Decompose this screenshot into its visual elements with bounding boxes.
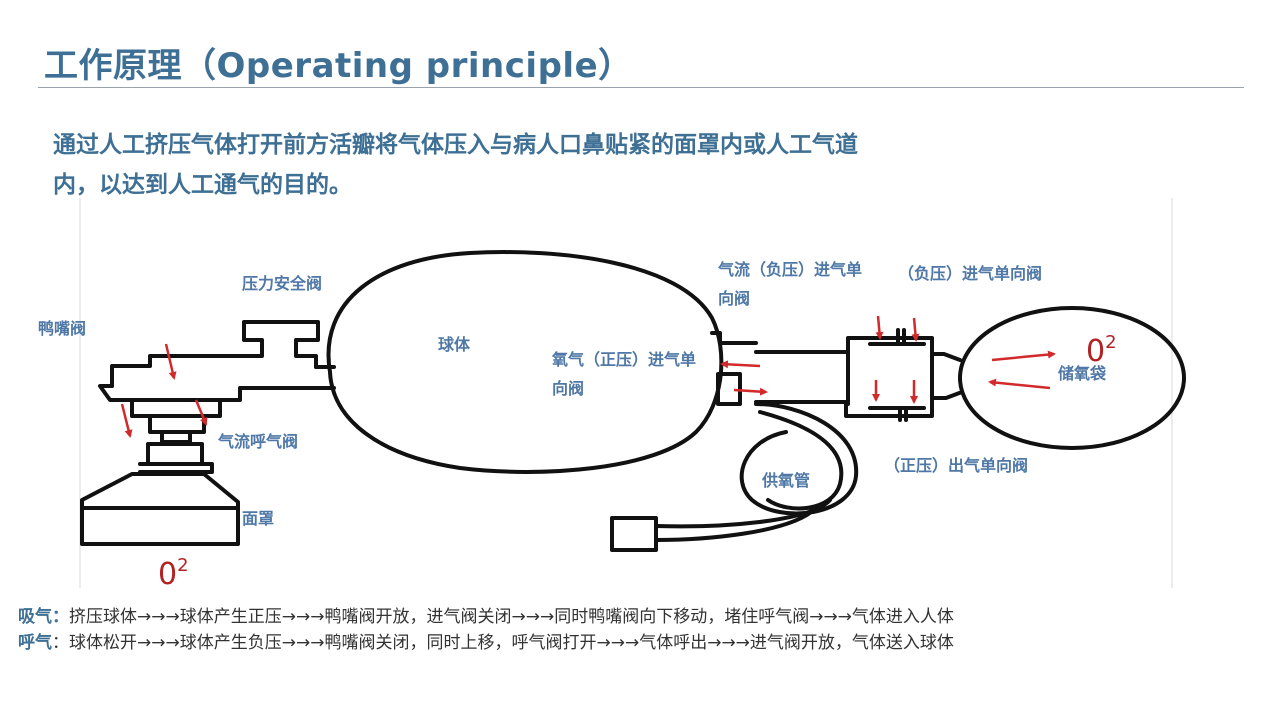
intro-line-1: 通过人工挤压气体打开前方活瓣将气体压入与病人口鼻贴紧的面罩内或人工气道	[53, 132, 858, 158]
label-oxygen-inlet-valve-line1: 氧气（正压）进气单	[552, 350, 697, 369]
mask-connector	[138, 442, 214, 474]
inlet-valve-flaps	[868, 328, 926, 422]
label-bulb: 球体	[438, 335, 471, 354]
duckbill-valve-shape	[130, 398, 222, 444]
label-oxygen-tube: 供氧管	[762, 471, 811, 490]
connector-tube-top	[110, 354, 246, 388]
arrow-reservoir-2	[988, 378, 1051, 390]
o2-sup-text: 2	[1105, 332, 1117, 353]
intro-line-2: 内，以达到人工通气的目的。	[53, 172, 352, 198]
inhale-text: 挤压球体→→→球体产生正压→→→鸭嘴阀开放，进气阀关闭→→→同时鸭嘴阀向下移动，…	[69, 607, 954, 627]
arrow-exhale-1	[194, 399, 208, 426]
arrow-duckbill-down-2	[120, 403, 133, 438]
o2-base-text: 0	[158, 557, 178, 592]
exhale-label: 呼气	[18, 633, 52, 653]
arrow-reservoir-1	[991, 350, 1056, 362]
arrow-o2-inlet-2	[733, 387, 768, 396]
exhale-text: ：球体松开→→→球体产生负压→→→鸭嘴阀关闭，同时上移，呼气阀打开→→→气体呼出…	[52, 633, 954, 653]
inhale-label: 吸气：	[18, 607, 69, 627]
label-exhale-valve: 气流呼气阀	[218, 432, 299, 451]
label-oxygen-inlet-valve-line2: 向阀	[552, 379, 585, 398]
inhale-process-line: 吸气：挤压球体→→→球体产生正压→→→鸭嘴阀开放，进气阀关闭→→→同时鸭嘴阀向下…	[18, 602, 954, 627]
mask-shape	[80, 472, 240, 546]
arrow-inlet-top-1	[875, 315, 884, 340]
exhale-process-line: 呼气：球体松开→→→球体产生负压→→→鸭嘴阀关闭，同时上移，呼气阀打开→→→气体…	[18, 628, 954, 653]
oxygen-tube-connector	[610, 516, 658, 552]
arrow-duckbill-down-1	[164, 343, 177, 380]
arrow-inlet-top-2	[911, 317, 920, 342]
label-airflow-inlet-valve-line1: 气流（负压）进气单	[718, 260, 863, 279]
o2-marker-mask: 02	[158, 555, 189, 592]
o2-marker-reservoir: 02	[1086, 332, 1117, 369]
bulb-rear-neck	[710, 331, 758, 406]
arrow-o2-inlet-1	[720, 360, 761, 369]
label-pressure-safety-valve: 压力安全阀	[242, 274, 323, 293]
label-duckbill-valve: 鸭嘴阀	[38, 319, 87, 338]
label-airflow-inlet-valve-line2: 向阀	[718, 289, 751, 308]
label-positive-outlet-valve: （正压）出气单向阀	[884, 456, 1029, 475]
o2-sup-text: 2	[177, 555, 189, 576]
bulb-front-neck	[314, 365, 336, 390]
label-reservoir-bag: 储氧袋	[1058, 364, 1107, 383]
reservoir-bag-shape	[958, 306, 1186, 450]
o2-base-text: 0	[1086, 334, 1106, 369]
label-negative-inlet-valve: （负压）进气单向阀	[898, 264, 1043, 283]
title-divider	[38, 87, 1244, 88]
inlet-valve-housing	[754, 336, 964, 418]
connector-tube-bottom	[98, 384, 318, 402]
page-title: 工作原理（Operating principle）	[44, 46, 633, 86]
oxygen-tube-shape	[654, 402, 859, 542]
label-mask: 面罩	[242, 509, 275, 528]
pressure-safety-valve-shape	[242, 320, 320, 369]
